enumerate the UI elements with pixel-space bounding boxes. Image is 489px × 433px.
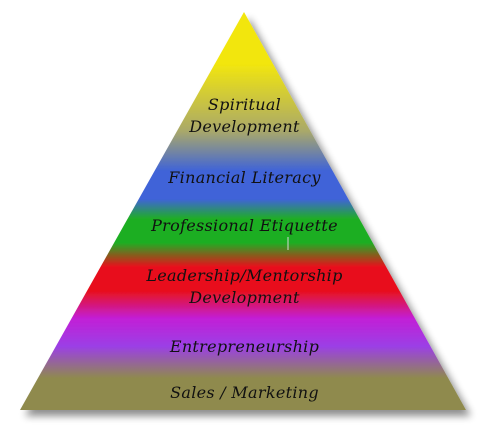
level-sales-marketing: Sales / Marketing xyxy=(0,382,489,404)
level-leadership-line1: Leadership/Mentorship xyxy=(146,266,343,285)
pyramid-body xyxy=(20,12,466,410)
level-financial-line1: Financial Literacy xyxy=(168,168,321,187)
level-sales-line1: Sales / Marketing xyxy=(170,383,319,402)
level-professional-line1: Professional Etiquette xyxy=(151,216,338,235)
level-professional-etiquette: Professional Etiquette xyxy=(0,215,489,237)
level-spiritual-line1: Spiritual xyxy=(207,95,282,114)
level-entrepreneurship-line1: Entrepreneurship xyxy=(169,337,320,356)
level-spiritual-line2: Development xyxy=(189,117,300,136)
level-financial-literacy: Financial Literacy xyxy=(0,167,489,189)
level-leadership-mentorship: Leadership/Mentorship Development xyxy=(0,265,489,309)
level-leadership-line2: Development xyxy=(189,288,300,307)
level-entrepreneurship: Entrepreneurship xyxy=(0,336,489,358)
level-spiritual-development: Spiritual Development xyxy=(0,94,489,138)
